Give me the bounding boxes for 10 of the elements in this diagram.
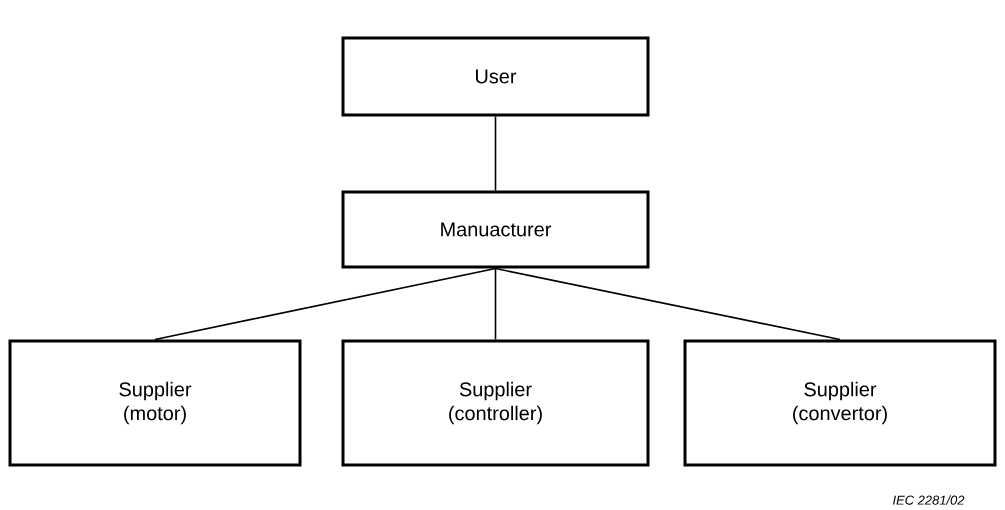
connector-line <box>494 267 841 341</box>
figure-number: IEC 2281/02 <box>893 495 965 505</box>
box: Supplier (motor) <box>8 339 302 467</box>
connector-line <box>494 267 497 341</box>
box: User <box>341 36 650 117</box>
box: Supplier (convertor) <box>683 339 997 467</box>
box: Supplier (controller) <box>341 339 650 467</box>
connector-line <box>494 115 497 192</box>
connector-line <box>154 267 497 341</box>
box: Manuacturer <box>341 190 650 269</box>
